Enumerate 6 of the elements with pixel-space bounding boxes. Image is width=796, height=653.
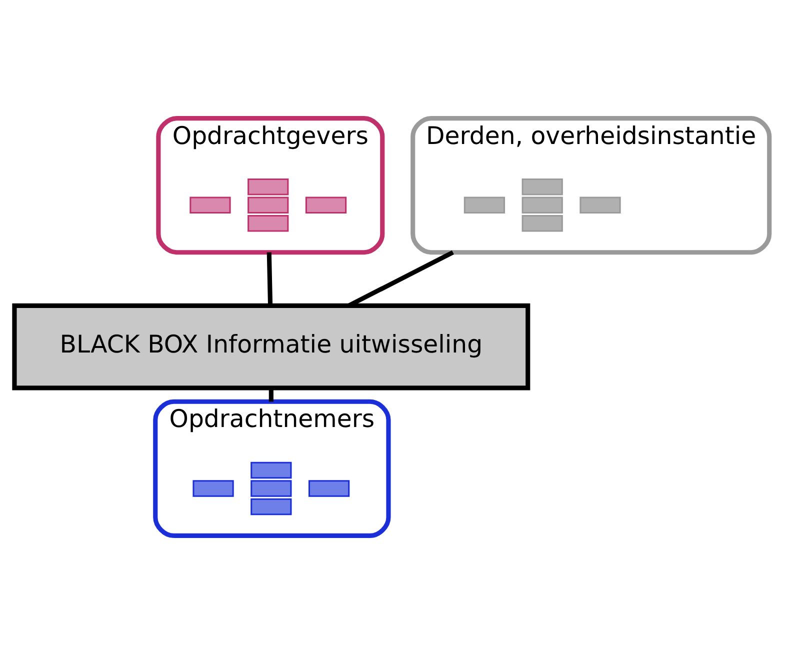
cluster: Derden, overheidsinstantie bbox=[410, 116, 772, 254]
cluster: Opdrachtnemers bbox=[153, 398, 391, 538]
connector bbox=[266, 252, 273, 306]
node-box: BLACK BOX Informatie uitwisseling bbox=[12, 302, 530, 390]
cluster: Opdrachtgevers bbox=[156, 116, 385, 254]
connector bbox=[268, 388, 274, 402]
